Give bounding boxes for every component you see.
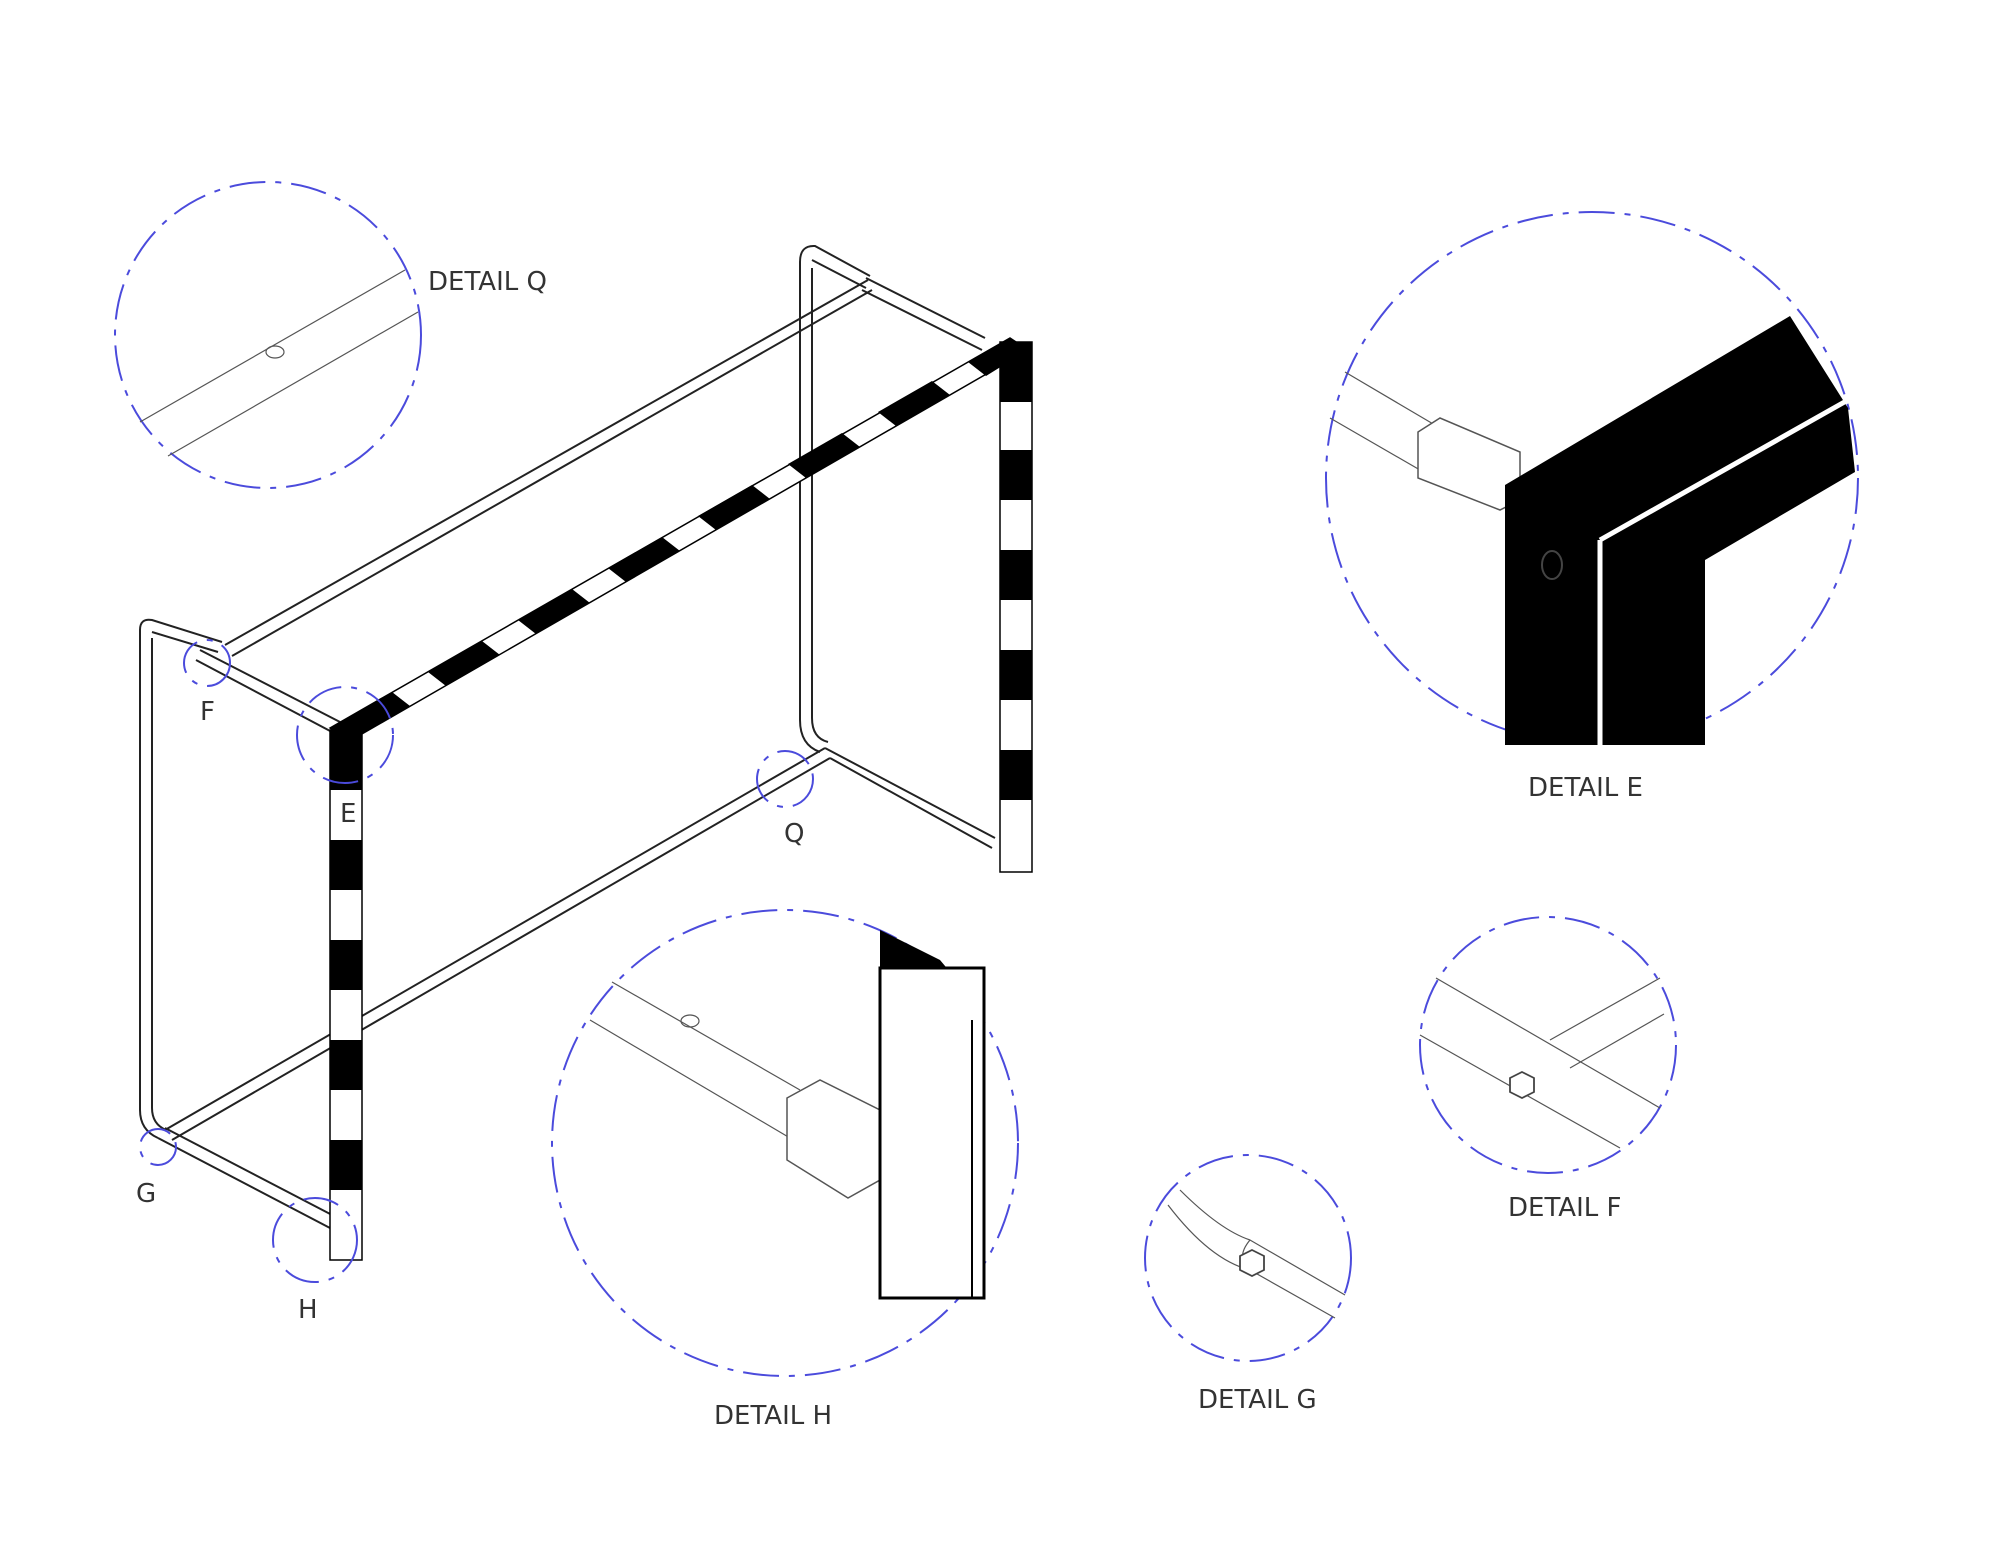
top-right-side-bar: [861, 277, 986, 351]
callout-circle-e: [296, 686, 394, 784]
crossbar-stripe-5: [698, 485, 770, 530]
detail-h-label: DETAIL H: [714, 1401, 832, 1431]
left-post-stripe-4: [330, 1040, 362, 1090]
detail-q-circle: [114, 181, 422, 489]
detail-f-label: DETAIL F: [1508, 1193, 1621, 1223]
right-post-stripe-1: [1000, 342, 1032, 402]
back-top-long-bar: [224, 279, 873, 657]
detail-h: DETAIL H: [551, 909, 1019, 1431]
callout-circle-h: [272, 1197, 358, 1283]
right-post-stripe-2: [1000, 450, 1032, 500]
detail-f-tube-branch: [1549, 977, 1665, 1069]
detail-h-hole: [680, 1014, 700, 1028]
crossbar-stripe-4: [608, 537, 680, 582]
detail-q-label: DETAIL Q: [428, 267, 547, 297]
detail-g-hex-nut: [1239, 1248, 1265, 1278]
detail-h-post: [878, 966, 986, 1300]
detail-e-tube-end: [1417, 417, 1521, 511]
right-post-stripe-3: [1000, 550, 1032, 600]
detail-e-highlight: [1597, 397, 1850, 745]
detail-e-post-corner: [1505, 316, 1855, 745]
detail-f-circle: [1419, 916, 1677, 1174]
left-post-stripe-1: [330, 730, 362, 790]
detail-h-circle: [551, 909, 1019, 1377]
detail-h-tube-end: [786, 1079, 881, 1199]
callout-label-e: E: [340, 799, 356, 829]
front-left-post: [329, 729, 363, 1261]
bottom-right-side-bar: [824, 747, 996, 849]
detail-e: DETAIL E: [1325, 211, 1859, 803]
detail-f-tube-main: [1419, 977, 1661, 1149]
detail-q: DETAIL Q: [114, 181, 547, 489]
detail-f-hex-nut: [1509, 1070, 1535, 1100]
bottom-back-long-bar: [164, 747, 831, 1141]
detail-q-tube: [139, 269, 419, 457]
crossbar-stripe-3: [518, 589, 590, 634]
callout-label-g: G: [136, 1179, 156, 1209]
callout-label-f: F: [200, 697, 215, 727]
callout-circle-f: [183, 639, 231, 687]
detail-q-hole: [265, 345, 285, 359]
detail-g: DETAIL G: [1144, 1154, 1352, 1415]
bottom-left-side-bar: [157, 1127, 335, 1229]
detail-h-tube: [589, 981, 801, 1139]
detail-e-bolt-hole: [1541, 550, 1563, 580]
back-top-bar: [139, 618, 223, 653]
back-right-upright: [799, 244, 871, 753]
detail-e-label: DETAIL E: [1528, 773, 1643, 803]
crossbar-stripe-7: [878, 381, 950, 426]
crossbar-stripe-2: [428, 641, 500, 686]
detail-f: DETAIL F: [1419, 916, 1677, 1223]
callout-label-h: H: [298, 1295, 318, 1325]
side-top-left: [195, 649, 341, 733]
callout-circle-g: [139, 1128, 177, 1166]
front-right-post: [999, 341, 1033, 873]
goal-frame: [139, 244, 1033, 1283]
detail-e-circle: [1325, 211, 1859, 745]
left-post-stripe-2: [330, 840, 362, 890]
left-post-stripe-3: [330, 940, 362, 990]
right-post-stripe-4: [1000, 650, 1032, 700]
back-left-upright: [139, 638, 167, 1139]
detail-g-label: DETAIL G: [1198, 1385, 1317, 1415]
detail-e-side-tube: [1329, 371, 1441, 471]
callout-circle-q: [756, 750, 814, 808]
detail-g-circle: [1144, 1154, 1352, 1362]
crossbar-stripe-6: [788, 433, 860, 478]
callout-label-q: Q: [784, 819, 804, 849]
left-post-stripe-5: [330, 1140, 362, 1190]
right-post-stripe-5: [1000, 750, 1032, 800]
